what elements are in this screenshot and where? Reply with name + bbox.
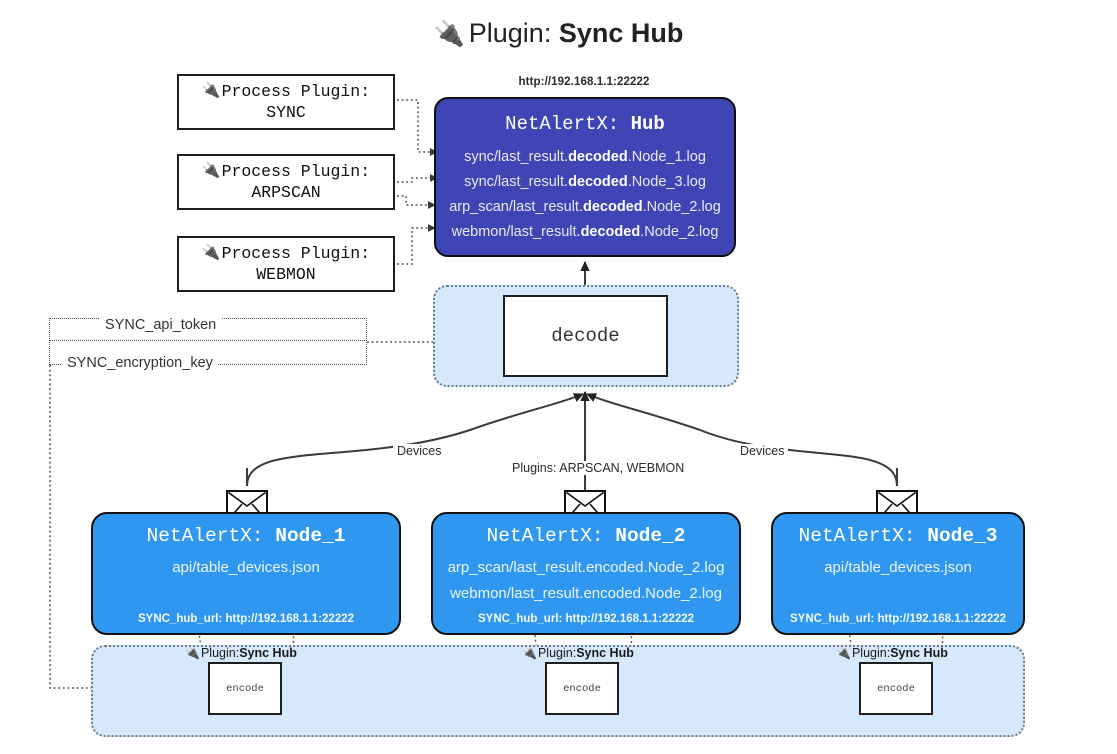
plug-icon: 🔌 [836,646,851,660]
encode-box-node-1[interactable]: encode [208,662,282,715]
plugins-label-center: Plugins: ARPSCAN, WEBMON [508,461,689,475]
plug-icon: 🔌 [433,20,465,48]
plug-icon: 🔌 [201,83,221,100]
hub-url-label: http://192.168.1.1:22222 [518,76,650,88]
encode-plugin-label: 🔌Plugin: Sync Hub [522,646,634,660]
hub-log-row: arp_scan/last_result.decoded.Node_2.log [449,199,721,215]
plug-icon: 🔌 [185,646,200,660]
encryption-key-label: SYNC_encryption_key [62,355,218,371]
process-plugin-name: WEBMON [256,265,316,284]
node-line: api/table_devices.json [824,559,972,576]
node-node-2[interactable]: NetAlertX: Node_2 arp_scan/last_result.e… [431,512,741,635]
hub-title-name: Hub [630,113,665,135]
node-line: api/table_devices.json [172,559,320,576]
devices-label-right: Devices [736,444,789,458]
encode-plugin-label: 🔌Plugin: Sync Hub [836,646,948,660]
hub-log-list: sync/last_result.decoded.Node_1.log sync… [436,145,734,245]
page-title-name: Sync Hub [558,18,684,48]
process-plugin-label: Process Plugin: [221,162,371,181]
hub-title-prefix: NetAlertX: [505,113,631,135]
plug-icon: 🔌 [201,163,221,180]
encode-plugin-label: 🔌Plugin: Sync Hub [185,646,297,660]
node-node-3[interactable]: NetAlertX: Node_3 api/table_devices.json… [771,512,1025,635]
node-node-1[interactable]: NetAlertX: Node_1 api/table_devices.json… [91,512,401,635]
encode-box-node-2[interactable]: encode [545,662,619,715]
hub-node[interactable]: NetAlertX: Hub sync/last_result.decoded.… [434,97,736,257]
hub-log-row: sync/last_result.decoded.Node_3.log [464,174,706,190]
page-title: 🔌Plugin: Sync Hub [0,18,1117,49]
hub-log-row: webmon/last_result.decoded.Node_2.log [451,224,719,240]
page-title-prefix: Plugin: [468,18,559,48]
node-line-list: api/table_devices.json [773,555,1023,581]
process-plugin-name: SYNC [266,103,306,122]
api-token-label: SYNC_api_token [100,317,222,333]
node-line-list: arp_scan/last_result.encoded.Node_2.log … [433,555,739,607]
node-hub-url: SYNC_hub_url: http://192.168.1.1:22222 [477,613,695,625]
hub-log-row: sync/last_result.decoded.Node_1.log [464,149,706,165]
process-plugin-name: ARPSCAN [251,183,321,202]
encode-box-node-3[interactable]: encode [859,662,933,715]
process-plugin-label: Process Plugin: [221,244,371,263]
node-line: webmon/last_result.encoded.Node_2.log [450,585,722,602]
process-plugin-box-sync[interactable]: 🔌Process Plugin: SYNC [177,74,395,130]
decode-box[interactable]: decode [503,295,668,377]
node-title: NetAlertX: Node_2 [486,525,686,547]
process-plugin-box-arpscan[interactable]: 🔌Process Plugin: ARPSCAN [177,154,395,210]
devices-label-left: Devices [393,444,446,458]
node-line-list: api/table_devices.json [93,555,399,581]
node-title: NetAlertX: Node_3 [798,525,998,547]
hub-title: NetAlertX: Hub [436,113,734,135]
process-plugin-label: Process Plugin: [221,82,371,101]
process-plugin-box-webmon[interactable]: 🔌Process Plugin: WEBMON [177,236,395,292]
node-hub-url: SYNC_hub_url: http://192.168.1.1:22222 [137,613,355,625]
node-title: NetAlertX: Node_1 [146,525,346,547]
node-hub-url: SYNC_hub_url: http://192.168.1.1:22222 [789,613,1007,625]
plug-icon: 🔌 [522,646,537,660]
plug-icon: 🔌 [201,245,221,262]
node-line: arp_scan/last_result.encoded.Node_2.log [447,559,725,576]
